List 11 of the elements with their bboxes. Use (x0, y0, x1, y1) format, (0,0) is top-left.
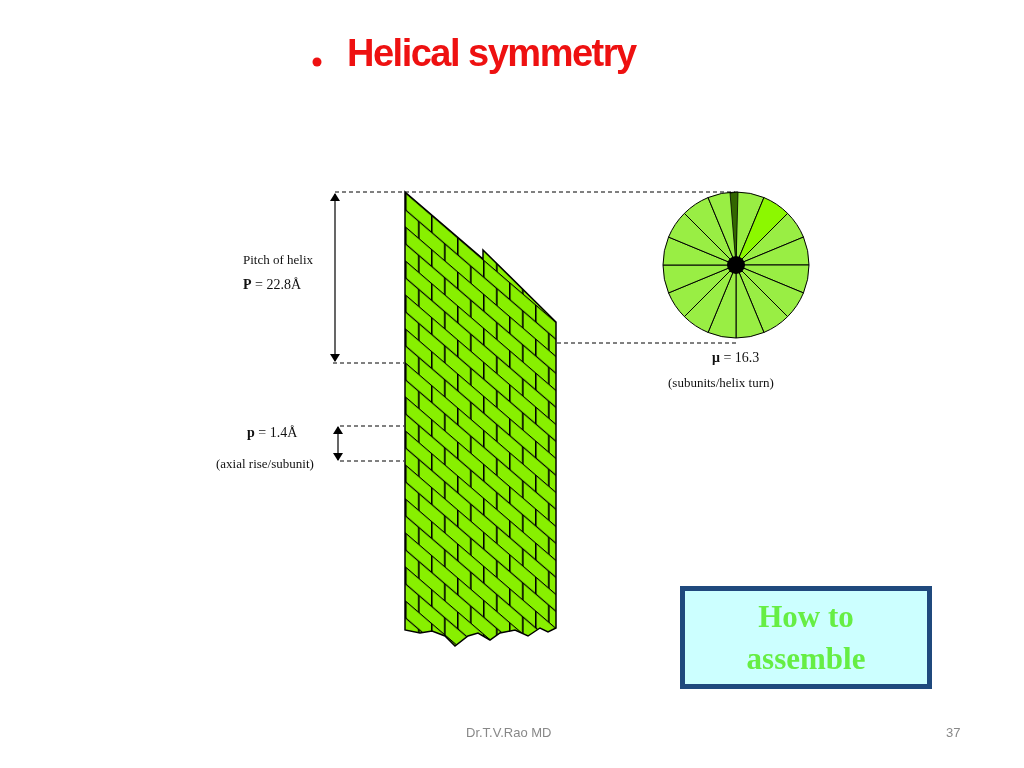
dimension-value: P = 22.8Å (243, 277, 302, 293)
symmetry-value: μ = 16.3 (712, 350, 760, 366)
callout-box (680, 586, 932, 689)
dimension-label: Pitch of helix (243, 252, 314, 268)
page-number: 37 (946, 725, 961, 740)
footer-author: Dr.T.V.Rao MD (466, 725, 552, 740)
slide-title: Helical symmetry (347, 32, 636, 75)
dimension-label: (axial rise/subunit) (216, 456, 314, 472)
dimension-value: p = 1.4Å (247, 425, 298, 441)
symmetry-label: (subunits/helix turn) (668, 375, 774, 391)
callout-text: How to assemble (745, 597, 867, 678)
